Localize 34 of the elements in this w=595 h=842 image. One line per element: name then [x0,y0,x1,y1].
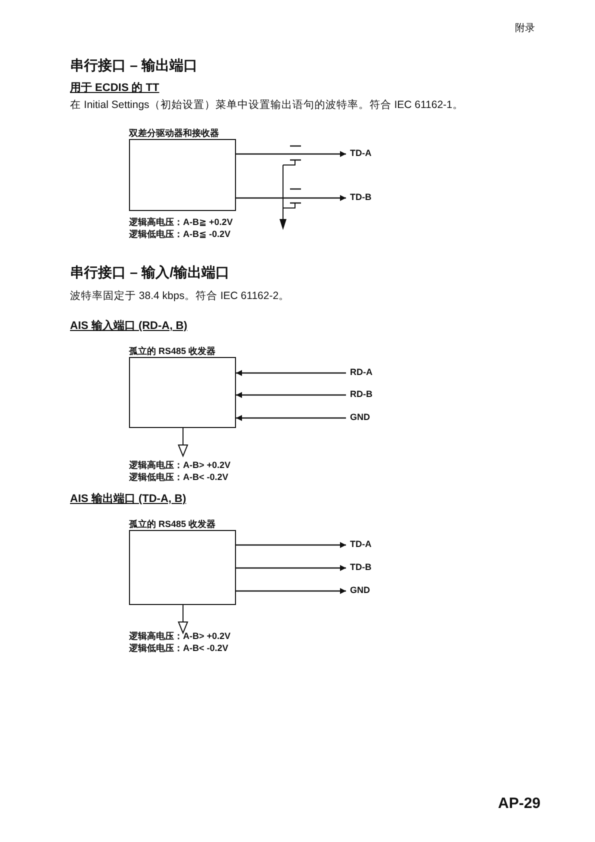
arrow [236,565,346,571]
description-text: 在 Initial Settings（初始设置）菜单中设置输出语句的波特率。符合 IEC 61162-1。 [70,98,464,112]
logic-level-note: 逻辑低电压：A-B< -0.2V [129,642,228,654]
logic-level-note: 逻辑高电压：A-B> +0.2V [129,630,231,642]
arrow [236,588,346,594]
arrow [236,542,346,548]
subsection-heading: 用于 ECDIS 的 TT [70,81,160,95]
signal-label: TD-A [350,539,372,550]
page-header: 附录 [515,22,535,35]
box-heading: 孤立的 RS485 收发器 [129,345,216,358]
signal-label: TD-B [350,562,372,573]
signal-label: TD-A [350,148,372,159]
box-heading: 双差分驱动器和接收器 [129,127,219,140]
logic-level-note: 逻辑高电压：A-B> +0.2V [129,459,231,471]
signal-label: RD-A [350,367,372,378]
logic-level-note: 逻辑低电压：A-B≦ -0.2V [129,228,231,240]
subsection-heading: AIS 输出端口 (TD-A, B) [70,492,186,506]
arrow [236,151,346,157]
section-heading: 串行接口 – 输出端口 [70,57,198,75]
section-heading: 串行接口 – 输入/输出端口 [70,264,230,282]
logic-level-note: 逻辑高电压：A-B≧ +0.2V [129,216,233,228]
description-text: 波特率固定于 38.4 kbps。符合 IEC 61162-2。 [70,289,290,303]
arrow [236,392,346,398]
arrow [236,370,346,376]
signal-label: TD-B [350,192,372,203]
signal-label: GND [350,412,370,423]
signal-label: GND [350,585,370,596]
subsection-heading: AIS 输入端口 (RD-A, B) [70,318,188,333]
arrow [236,195,346,201]
logic-level-note: 逻辑低电压：A-B< -0.2V [129,471,228,483]
signal-label: RD-B [350,389,372,400]
arrow [236,415,346,421]
page-number: AP-29 [498,795,541,812]
box-heading: 孤立的 RS485 收发器 [129,518,216,531]
